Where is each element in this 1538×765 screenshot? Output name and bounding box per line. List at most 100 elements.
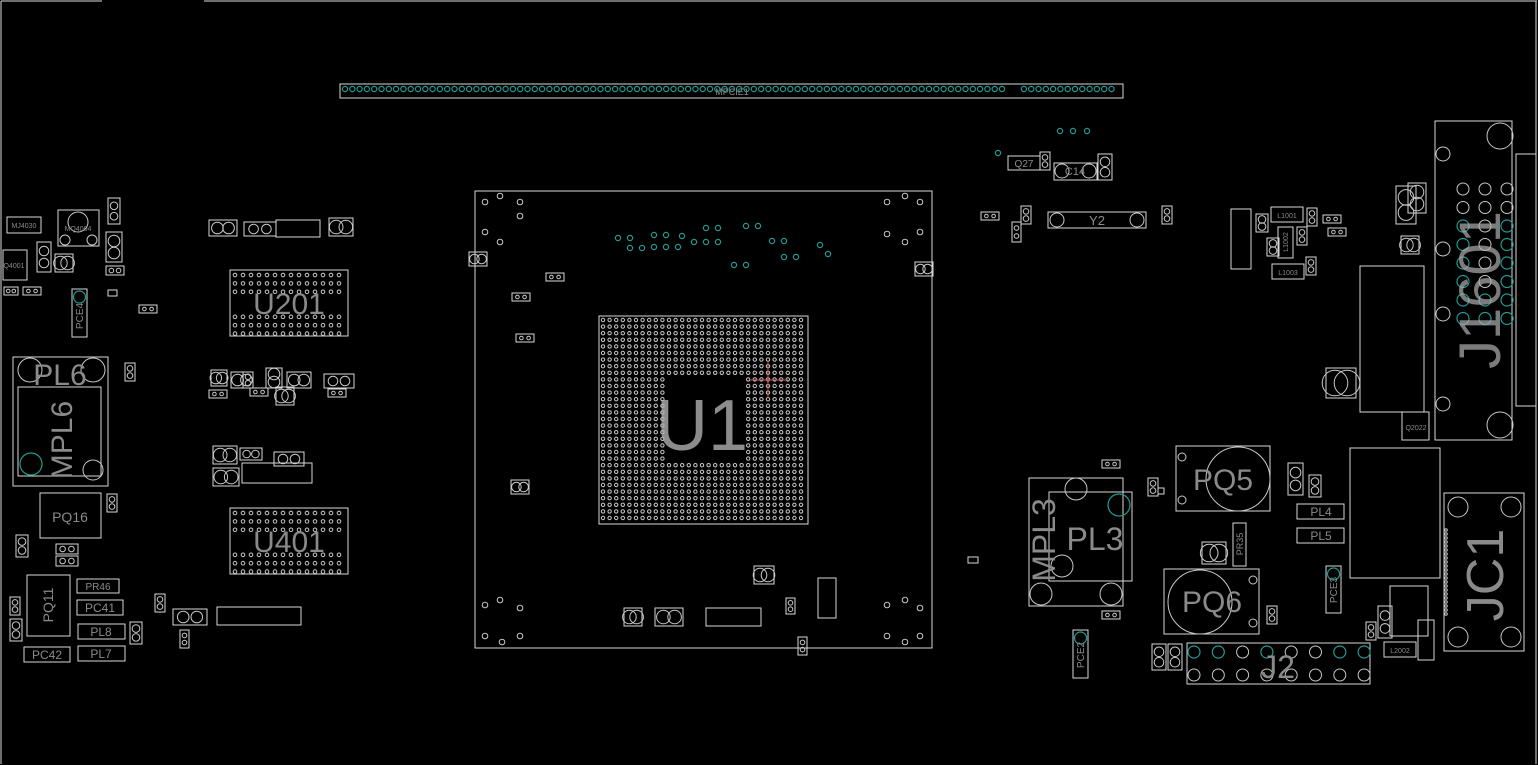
component-mq4004[interactable]: MQ4004 bbox=[57, 209, 100, 247]
bga-ball bbox=[792, 502, 797, 507]
bga-ball bbox=[607, 344, 612, 349]
pad bbox=[11, 288, 17, 294]
component-pce2[interactable]: PCE2 bbox=[1072, 629, 1089, 679]
component-l2002[interactable]: L2002 bbox=[1383, 641, 1417, 658]
bga-ball bbox=[752, 430, 757, 435]
bga-ball bbox=[614, 377, 619, 382]
component-pq11[interactable]: PQ11 bbox=[26, 574, 71, 637]
bga-ball bbox=[765, 509, 771, 514]
component-c14[interactable]: C14 bbox=[1053, 162, 1098, 181]
component-mpcie1[interactable]: MPCIE1 bbox=[339, 83, 1124, 99]
component-pl5[interactable]: PL5 bbox=[1296, 527, 1345, 544]
mount-hole bbox=[916, 198, 924, 206]
component-mj4030[interactable]: MJ4030 bbox=[6, 216, 42, 234]
bga-ball bbox=[693, 364, 698, 369]
via bbox=[768, 237, 776, 245]
bga-ball bbox=[680, 357, 685, 362]
bga-ball bbox=[752, 350, 757, 356]
component-u201[interactable]: U201 bbox=[229, 269, 349, 337]
component-q4001[interactable]: Q4001 bbox=[2, 249, 28, 281]
component-j2[interactable]: J2 bbox=[1186, 642, 1371, 685]
bga-ball bbox=[785, 436, 790, 441]
ic-pin bbox=[312, 519, 318, 524]
component-pr46[interactable]: PR46 bbox=[76, 578, 120, 594]
bga-ball bbox=[620, 496, 625, 501]
bga-ball bbox=[713, 331, 718, 336]
pad bbox=[212, 447, 228, 463]
component-pce3[interactable]: PCE3 bbox=[1325, 565, 1342, 614]
pad bbox=[260, 389, 265, 395]
via bbox=[626, 244, 634, 252]
bga-ball bbox=[647, 416, 652, 422]
bga-ball bbox=[699, 463, 705, 468]
bga-ball bbox=[706, 317, 711, 323]
component-pce4[interactable]: PCE4 bbox=[71, 288, 88, 338]
component-l1002[interactable]: L1002 bbox=[1277, 226, 1294, 259]
component-l1003[interactable]: L1003 bbox=[1271, 263, 1305, 280]
bga-ball bbox=[732, 324, 738, 329]
pin bbox=[1309, 668, 1322, 682]
component-q27[interactable]: Q27 bbox=[1007, 155, 1041, 171]
pin bbox=[925, 85, 933, 93]
component-pl7[interactable]: PL7 bbox=[77, 645, 126, 662]
pad bbox=[242, 449, 251, 459]
pad bbox=[108, 267, 115, 274]
component-pc42[interactable]: PC42 bbox=[23, 646, 71, 663]
bga-ball bbox=[673, 331, 678, 336]
pad bbox=[1268, 246, 1278, 255]
bga-ball bbox=[647, 377, 652, 382]
component-pq5[interactable]: PQ5 bbox=[1175, 445, 1271, 512]
ic-pin bbox=[232, 281, 238, 286]
ic-pin bbox=[304, 272, 310, 278]
bga-ball bbox=[759, 383, 764, 389]
bga-ball bbox=[792, 509, 797, 514]
j2-pins bbox=[1187, 645, 1371, 682]
bga-ball bbox=[673, 364, 678, 369]
pad bbox=[1268, 608, 1276, 615]
bga-ball bbox=[719, 489, 724, 494]
component-l1001[interactable]: L1001 bbox=[1270, 206, 1304, 223]
ic-pin bbox=[264, 272, 270, 278]
smd-part bbox=[241, 462, 313, 484]
component-u1[interactable]: U1 bbox=[474, 190, 933, 649]
component-y2[interactable]: Y2 bbox=[1047, 211, 1147, 229]
component-u401[interactable]: U401 bbox=[229, 507, 349, 575]
component-pl4[interactable]: PL4 bbox=[1296, 503, 1345, 520]
component-mpl6[interactable]: PL6 MPL6 bbox=[12, 356, 109, 487]
ic-pin bbox=[248, 519, 254, 524]
bga-ball bbox=[765, 410, 771, 415]
mount-hole bbox=[516, 604, 524, 612]
bga-ball bbox=[633, 317, 639, 323]
bga-ball bbox=[693, 317, 698, 323]
pad bbox=[59, 557, 66, 565]
ic-pin bbox=[320, 569, 326, 574]
component-q2022[interactable]: Q2022 bbox=[1401, 411, 1430, 441]
bga-ball bbox=[798, 350, 804, 356]
bga-ball bbox=[680, 370, 685, 375]
component-jc1[interactable]: JC1 bbox=[1443, 492, 1525, 652]
component-pq6[interactable]: PQ6 bbox=[1163, 568, 1260, 635]
pin bbox=[670, 85, 677, 93]
component-mpl3[interactable]: PL3 MPL3 bbox=[1026, 477, 1133, 607]
bga-ball bbox=[752, 443, 757, 448]
bga-ball bbox=[765, 331, 771, 336]
bga-ball bbox=[600, 449, 606, 455]
bga-ball bbox=[686, 357, 691, 362]
bga-ball bbox=[633, 496, 639, 501]
component-pq16[interactable]: PQ16 bbox=[39, 492, 102, 539]
component-pr35[interactable]: PR35 bbox=[1232, 522, 1247, 567]
bga-ball bbox=[713, 509, 718, 514]
bga-ball bbox=[693, 357, 698, 362]
component-j1601[interactable]: J1601 bbox=[1434, 120, 1537, 441]
component-pl8[interactable]: PL8 bbox=[77, 623, 126, 640]
bga-ball bbox=[726, 515, 731, 521]
ic-pin bbox=[232, 560, 238, 566]
ic-pin bbox=[336, 272, 342, 278]
ic-pin bbox=[272, 510, 278, 516]
component-pc41[interactable]: PC41 bbox=[76, 599, 124, 616]
bga-ball bbox=[686, 515, 691, 521]
pin bbox=[1260, 645, 1274, 659]
bga-ball bbox=[779, 370, 784, 375]
bga-ball bbox=[792, 469, 797, 474]
